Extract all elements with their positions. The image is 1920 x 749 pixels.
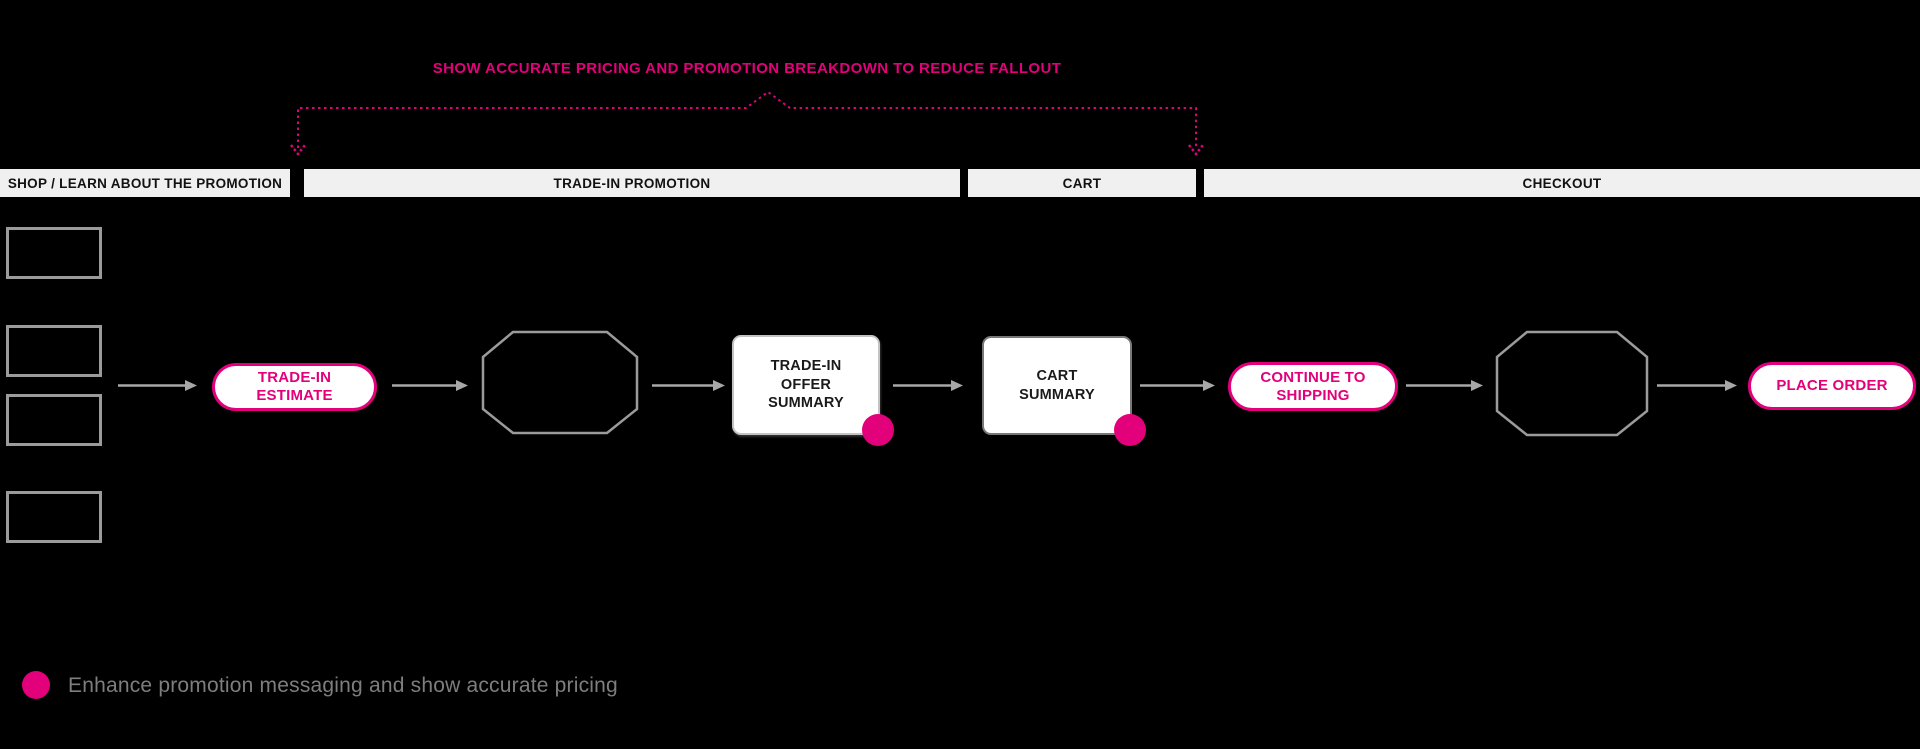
stage-label-shop: SHOP / LEARN ABOUT THE PROMOTION [7,175,283,191]
stage-bar-shop: SHOP / LEARN ABOUT THE PROMOTION [0,169,290,197]
shop-screen-placeholder-2 [6,325,102,377]
node-place-order-label: PLACE ORDER [1776,377,1888,395]
stage-label-trade-in-promotion: TRADE-IN PROMOTION [553,175,711,191]
legend-text: Enhance promotion messaging and show acc… [68,674,618,697]
node-cart-summary-label: CART SUMMARY [1019,367,1095,403]
annotation-bracket [297,90,1197,148]
bracket-arrowhead-left-icon [290,144,306,157]
node-continue-to-shipping-label: CONTINUE TO SHIPPING [1260,368,1366,404]
node-place-order: PLACE ORDER [1748,362,1916,410]
shop-screen-placeholder-1 [6,227,102,279]
node-trade-in-offer-summary: TRADE-IN OFFER SUMMARY [732,335,880,435]
shop-screen-placeholder-3 [6,394,102,446]
annotation-text: SHOW ACCURATE PRICING AND PROMOTION BREA… [432,60,1062,77]
stage-label-checkout: CHECKOUT [1522,175,1602,191]
highlight-dot-trade-in-offer-icon [862,414,894,446]
node-trade-in-estimate-label: TRADE-IN ESTIMATE [256,369,333,404]
node-cart-summary: CART SUMMARY [982,336,1132,435]
stage-bar-trade-in-promotion: TRADE-IN PROMOTION [304,169,960,197]
highlight-dot-cart-summary-icon [1114,414,1146,446]
node-trade-in-offer-summary-label: TRADE-IN OFFER SUMMARY [768,357,844,412]
legend-dot-icon [22,671,50,699]
node-continue-to-shipping: CONTINUE TO SHIPPING [1228,362,1398,411]
octagon-placeholder-2 [1495,330,1649,437]
stage-label-cart: CART [1062,175,1102,191]
stage-bar-cart: CART [968,169,1196,197]
bracket-arrowhead-right-icon [1188,144,1204,157]
octagon-placeholder-1 [481,330,639,435]
stage-bar-checkout: CHECKOUT [1204,169,1920,197]
node-trade-in-estimate: TRADE-IN ESTIMATE [212,363,377,411]
shop-screen-placeholder-4 [6,491,102,543]
